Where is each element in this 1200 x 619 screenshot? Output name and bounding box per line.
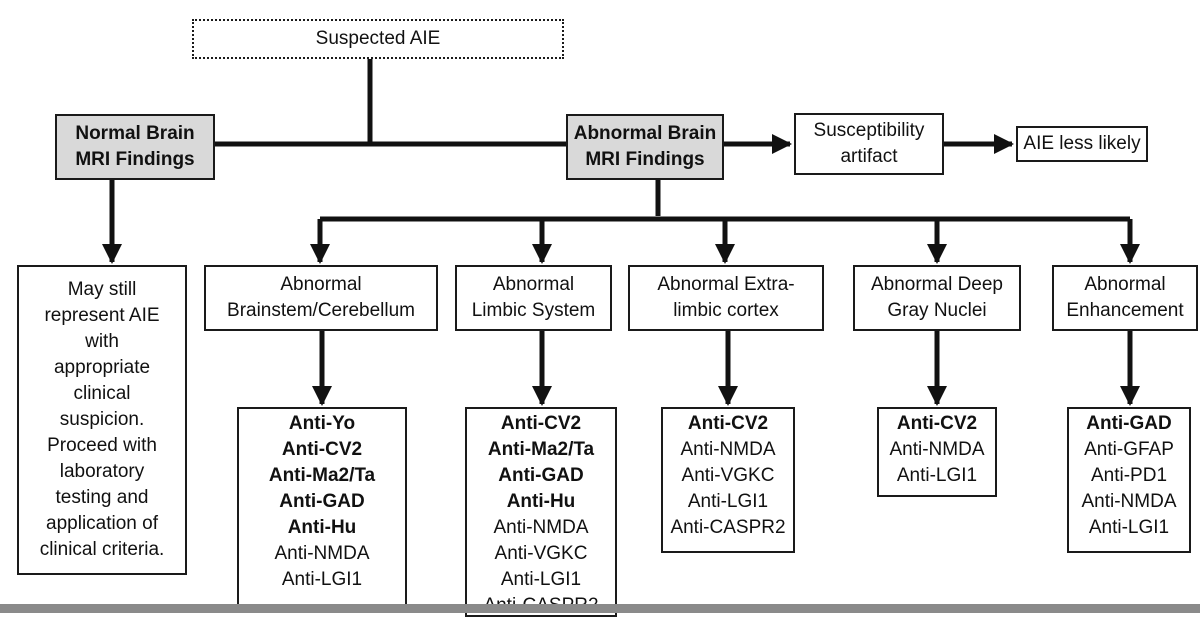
node-text-line: clinical (73, 383, 131, 404)
antibody-item: Anti-NMDA (1081, 491, 1177, 512)
antibody-item: Anti-CV2 (281, 439, 363, 460)
antibody-item: Anti-Ma2/Ta (487, 439, 595, 460)
antibody-item: Anti-NMDA (493, 517, 589, 538)
node-text-line: Abnormal Deep (870, 274, 1004, 295)
antibody-item: Anti-Yo (288, 413, 356, 434)
antibody-item: Anti-CV2 (687, 413, 769, 434)
antibody-item: Anti-CV2 (896, 413, 978, 434)
node-category-extralimbic: Abnormal Extra-limbic cortex (628, 265, 824, 331)
antibody-item: Anti-LGI1 (500, 569, 582, 590)
antibody-item: Anti-Hu (506, 491, 576, 512)
node-text-line: Abnormal (492, 274, 575, 295)
antibody-item: Anti-LGI1 (1088, 517, 1170, 538)
antibody-item: Anti-LGI1 (687, 491, 769, 512)
node-text-line: Gray Nuclei (887, 300, 987, 321)
node-text-line: MRI Findings (75, 149, 195, 170)
antibody-item: Anti-GFAP (1084, 439, 1174, 460)
node-text-line: Limbic System (471, 300, 596, 321)
node-suspected-aie: Suspected AIE (192, 19, 564, 59)
bottom-edge-bar (0, 604, 1200, 613)
antibody-item: Anti-LGI1 (281, 569, 363, 590)
antibody-item: Anti-CV2 (500, 413, 582, 434)
node-susceptibility-artifact: Susceptibility artifact (794, 113, 944, 175)
antibody-item: Anti-GAD (279, 491, 365, 512)
node-text-line: Susceptibility (813, 120, 925, 141)
antibody-item: Anti-GAD (498, 465, 584, 486)
antibody-item: Anti-Ma2/Ta (268, 465, 376, 486)
node-text-line: laboratory (59, 461, 145, 482)
node-text-line: application of (46, 513, 158, 534)
node-text-line: clinical criteria. (39, 539, 165, 560)
antibody-item: Anti-VGKC (494, 543, 588, 564)
node-text-line: appropriate (53, 357, 151, 378)
antibody-item: Anti-NMDA (274, 543, 370, 564)
node-text-line: artifact (840, 146, 898, 167)
antibody-item: Anti-PD1 (1090, 465, 1168, 486)
node-text-line: May still (67, 279, 137, 300)
antibody-item: Anti-LGI1 (896, 465, 978, 486)
antibody-item: Anti-Hu (287, 517, 357, 538)
node-aie-less-likely: AIE less likely (1016, 126, 1148, 162)
node-text-line: Suspected AIE (315, 28, 441, 49)
antibody-item: Anti-CASPR2 (670, 517, 786, 538)
node-text-line: Brainstem/Cerebellum (227, 300, 415, 321)
antibody-item: Anti-NMDA (889, 439, 985, 460)
node-normal-note: May still represent AIE with appropriate cli… (17, 265, 187, 575)
node-text-line: Abnormal (280, 274, 362, 295)
node-text-line: MRI Findings (585, 149, 705, 170)
node-text-line: represent AIE (44, 305, 160, 326)
node-text-line: suspicion. (59, 409, 145, 430)
antibody-item: Anti-GAD (1086, 413, 1172, 434)
node-text-line: AIE less likely (1023, 133, 1141, 154)
antibody-item: Anti-NMDA (680, 439, 776, 460)
node-text-line: Enhancement (1066, 300, 1184, 321)
node-text-line: Abnormal Extra- (657, 274, 795, 295)
node-text-line: Abnormal Brain (573, 123, 717, 144)
node-text-line: testing and (55, 487, 149, 508)
node-text-line: limbic cortex (673, 300, 779, 321)
node-text-line: Abnormal (1084, 274, 1166, 295)
node-text-line: Proceed with (47, 435, 157, 456)
node-text-line: with (85, 331, 119, 352)
antibody-item: Anti-VGKC (681, 465, 775, 486)
node-text-line: Normal Brain (75, 123, 195, 144)
